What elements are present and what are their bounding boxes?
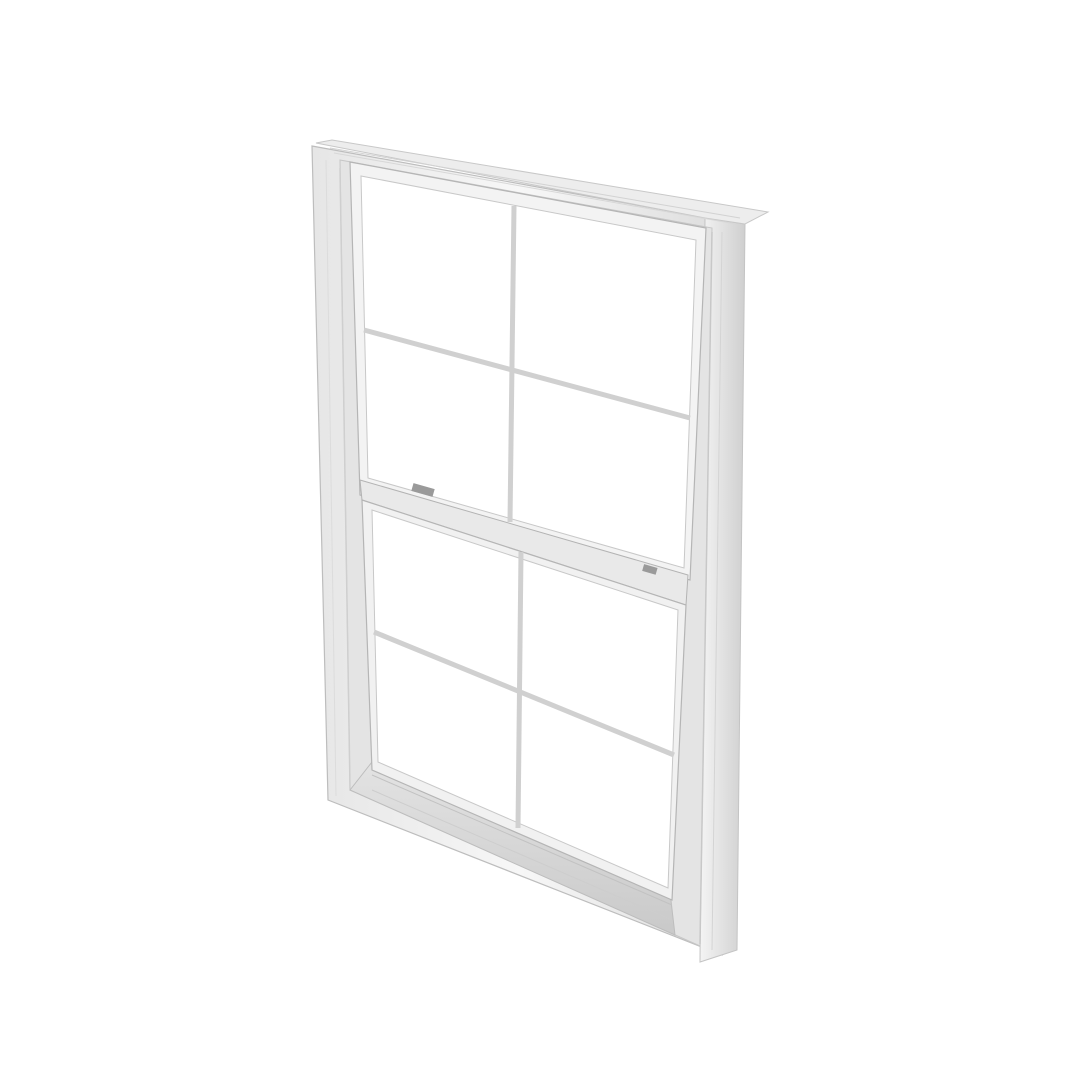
right-jamb-line <box>699 231 713 945</box>
upper-grille-vertical <box>507 205 517 523</box>
left-jamb-line <box>339 167 351 789</box>
frame-top-edge-line <box>329 147 741 219</box>
right-jamb-line-2 <box>711 231 723 951</box>
sill-line-2 <box>371 789 673 921</box>
frame-top-edge-line-2 <box>333 152 737 225</box>
sill-line <box>371 774 673 906</box>
left-jamb-line-2 <box>325 159 337 797</box>
lower-grille-horizontal <box>373 629 675 758</box>
sash-lock-left <box>411 483 435 497</box>
lower-sash-glass <box>371 509 679 889</box>
sash-lock-right <box>642 564 658 575</box>
upper-grille-horizontal <box>363 327 691 421</box>
